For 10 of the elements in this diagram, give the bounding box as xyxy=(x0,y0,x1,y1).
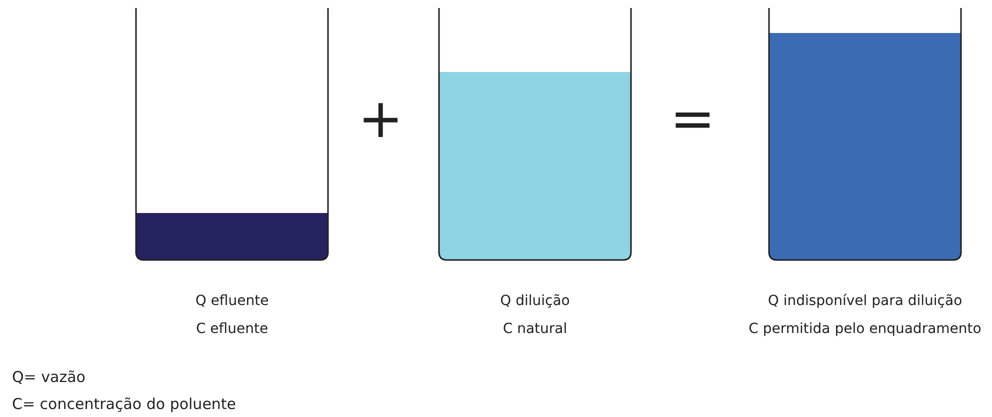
legend-text: C= concentração do poluente xyxy=(12,395,236,413)
node-label: C permitida pelo enquadramento xyxy=(748,321,982,337)
legend-text: Q= vazão xyxy=(12,368,86,386)
node-label: Q efluente xyxy=(194,293,270,309)
node-label: Q indisponível para diluição xyxy=(766,293,964,309)
node-label: C natural xyxy=(502,321,568,337)
node-label: Q diluição xyxy=(499,293,571,309)
equals-sign: = xyxy=(670,92,716,146)
node-label: C efluente xyxy=(194,321,270,337)
plus-sign: + xyxy=(358,92,404,146)
